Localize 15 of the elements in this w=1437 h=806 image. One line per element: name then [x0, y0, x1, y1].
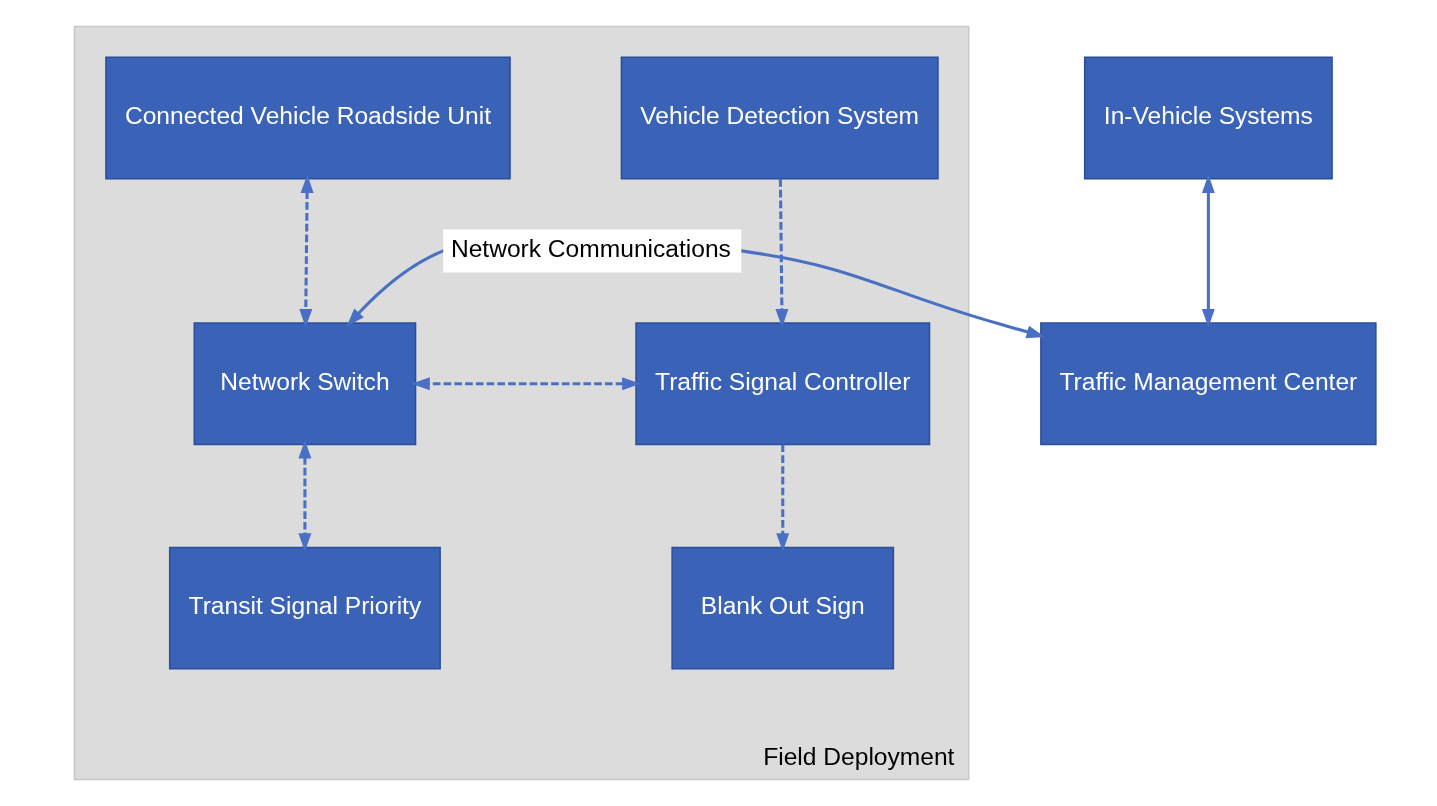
node-box: In-Vehicle Systems	[1083, 56, 1333, 180]
arrow	[297, 439, 311, 552]
node-box: Blank Out Sign	[670, 546, 894, 670]
edge-label: Network Communications	[450, 234, 731, 262]
arrow	[1201, 174, 1215, 328]
node-box: Transit Signal Priority	[168, 546, 441, 670]
arrow	[298, 174, 314, 328]
node-box: Connected Vehicle Roadside Unit	[104, 56, 511, 180]
node-box: Traffic Signal Controller	[634, 322, 930, 446]
arrow	[410, 377, 641, 391]
arrow	[774, 179, 788, 328]
arrow	[775, 444, 789, 552]
node-box: Traffic Management Center	[1039, 322, 1377, 446]
node-box: Network Switch	[193, 322, 416, 446]
node-box: Vehicle Detection System	[620, 56, 939, 180]
